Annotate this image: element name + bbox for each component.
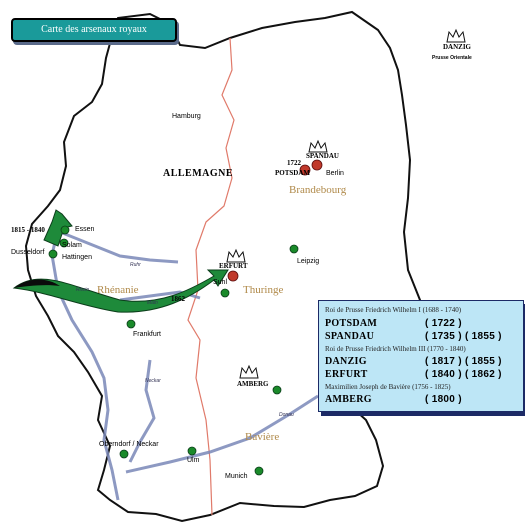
- crown-icon-amberg: [239, 364, 259, 379]
- arsenal-label-potsdam: POTSDAM: [275, 169, 310, 177]
- city-label-dusseldorf: Dusseldorf: [11, 249, 45, 256]
- river-rhein: [50, 219, 120, 501]
- river-neckar: [128, 359, 156, 463]
- transfer-arrow-1815-1840: [43, 209, 73, 247]
- historic-border-line: [187, 37, 235, 516]
- city-label-oberndorf: Oberndorf / Neckar: [99, 441, 159, 448]
- city-label-hattingen: Hattingen: [62, 254, 92, 261]
- crown-icons: [226, 28, 466, 379]
- legend-header-maximilien: Maximilien Joseph de Bavière (1756 - 182…: [325, 383, 451, 391]
- city-dot-ulm: [187, 446, 197, 456]
- arsenal-dot-potsdam: [299, 164, 311, 176]
- legend-dates: ( 1735 ) ( 1855 ): [425, 331, 502, 342]
- legend-name: DANZIG: [325, 356, 367, 367]
- city-label-solam: Solam: [62, 242, 82, 249]
- arsenal-label-spandau: SPANDAU: [306, 152, 339, 160]
- legend-name: AMBERG: [325, 394, 372, 405]
- region-brandebourg: Brandebourg: [289, 184, 347, 196]
- legend-name: SPANDAU: [325, 331, 375, 342]
- city-dot-solam: [59, 238, 69, 248]
- arsenal-label-danzig: DANZIG: [443, 43, 472, 51]
- map-title: Carte des arsenaux royaux: [11, 18, 177, 42]
- city-label-munich: Munich: [225, 473, 248, 480]
- legend-dates: ( 1840 ) ( 1862 ): [425, 369, 502, 380]
- arsenal-dot-erfurt: [227, 270, 239, 282]
- arsenal-sub-danzig: Prusse Orientale: [432, 55, 472, 61]
- region-baviere: Bavière: [245, 431, 280, 443]
- city-dot-munich: [254, 466, 264, 476]
- arsenal-label-erfurt: ERFURT: [219, 262, 248, 270]
- city-label-berlin: Berlin: [326, 170, 344, 177]
- arsenal-dot-spandau: [311, 159, 323, 171]
- country-label: ALLEMAGNE: [163, 168, 234, 179]
- legend-name: ERFURT: [325, 369, 368, 380]
- region-rhenanie: Rhénanie: [97, 284, 139, 296]
- legend-dates: ( 1817 ) ( 1855 ): [425, 356, 502, 367]
- arsenal-label-amberg: AMBERG: [237, 380, 269, 388]
- legend-box: Roi de Prusse Friedrich Wilhelm I (1688 …: [318, 300, 524, 412]
- city-label-suhl: Suhl: [213, 279, 228, 286]
- river-label-main: Main: [147, 300, 158, 306]
- annotation-1815-1840: 1815 - 1840: [11, 226, 45, 234]
- annotation-1862: 1862: [171, 295, 185, 303]
- city-label-leipzig: Leipzig: [297, 258, 320, 265]
- city-dot-hattingen: [48, 249, 58, 259]
- city-label-essen: Essen: [75, 226, 95, 233]
- legend-header-fw1: Roi de Prusse Friedrich Wilhelm I (1688 …: [325, 306, 462, 314]
- city-dot-essen: [60, 225, 70, 235]
- city-label-ulm: Ulm: [187, 457, 200, 464]
- city-dot-frankfurt: [126, 319, 136, 329]
- river-label-neckar: Neckar: [145, 378, 161, 384]
- crown-icon-danzig: [446, 28, 466, 43]
- legend-name: POTSDAM: [325, 318, 378, 329]
- river-label-ruhr: Ruhr: [130, 262, 141, 268]
- transfer-arrow-1862: [12, 269, 229, 313]
- river-label-rhein: Rhein: [76, 287, 90, 293]
- legend-row-spandau: SPANDAU ( 1735 ) ( 1855 ): [325, 331, 502, 342]
- city-dots: [48, 225, 299, 476]
- city-dot-amberg: [272, 385, 282, 395]
- river-ruhr: [59, 230, 179, 264]
- arsenal-year-potsdam: 1722: [287, 159, 301, 167]
- region-thuringe: Thuringe: [243, 284, 284, 296]
- crown-icon-erfurt: [226, 248, 246, 263]
- legend-row-danzig: DANZIG ( 1817 ) ( 1855 ): [325, 356, 502, 367]
- crown-icon-spandau: [308, 139, 328, 153]
- transfer-arrow-shadow: [14, 279, 60, 288]
- legend-row-potsdam: POTSDAM ( 1722 ): [325, 318, 462, 329]
- legend-row-erfurt: ERFURT ( 1840 ) ( 1862 ): [325, 369, 502, 380]
- city-label-hamburg: Hamburg: [172, 113, 201, 120]
- city-dot-suhl: [220, 288, 230, 298]
- river-label-donau: Donau: [279, 412, 294, 418]
- legend-row-amberg: AMBERG ( 1800 ): [325, 394, 462, 405]
- legend-dates: ( 1800 ): [425, 394, 462, 405]
- city-dot-leipzig: [289, 244, 299, 254]
- river-donau: [125, 394, 319, 474]
- arsenal-dots: [227, 159, 323, 282]
- city-label-frankfurt: Frankfurt: [133, 331, 162, 338]
- city-dot-oberndorf: [119, 449, 129, 459]
- legend-dates: ( 1722 ): [425, 318, 462, 329]
- legend-header-fw3: Roi de Prusse Friedrich Wilhelm III (177…: [325, 345, 466, 353]
